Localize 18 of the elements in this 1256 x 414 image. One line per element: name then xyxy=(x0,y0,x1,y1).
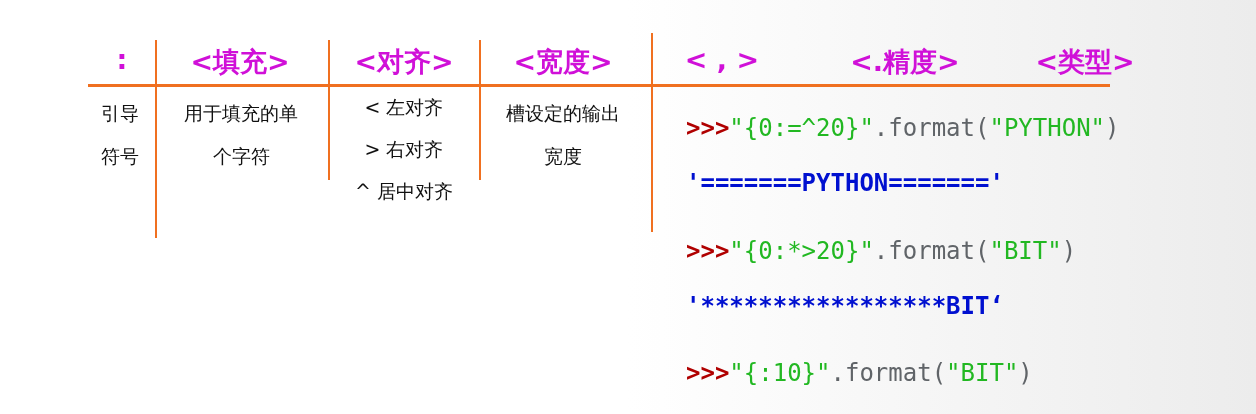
column-heading: <填充> xyxy=(190,45,290,79)
output-line: '=======PYTHON=======' xyxy=(686,169,1004,197)
code-line: >>>"{0:=^20}".format("PYTHON") xyxy=(686,114,1120,142)
description-text: > 右对齐 xyxy=(364,137,444,162)
column-heading: < , > xyxy=(684,44,760,75)
output-line: '*****************BIT‘ xyxy=(686,292,1004,320)
description-text: ^ 居中对齐 xyxy=(355,179,453,204)
column-heading: : xyxy=(116,44,128,75)
column-heading: <对齐> xyxy=(354,45,454,79)
column-heading: <类型> xyxy=(1035,45,1135,79)
description-text: < 左对齐 xyxy=(364,95,444,120)
column-heading: <宽度> xyxy=(513,45,613,79)
column-heading: <.精度> xyxy=(850,45,960,79)
description-text: 引导符号 xyxy=(100,101,140,169)
code-line: >>>"{:10}".format("BIT") xyxy=(686,359,1033,387)
code-line: >>>"{0:*>20}".format("BIT") xyxy=(686,237,1077,265)
description-text: 用于填充的单个字符 xyxy=(183,101,299,169)
description-text: 槽设定的输出宽度 xyxy=(505,101,621,169)
